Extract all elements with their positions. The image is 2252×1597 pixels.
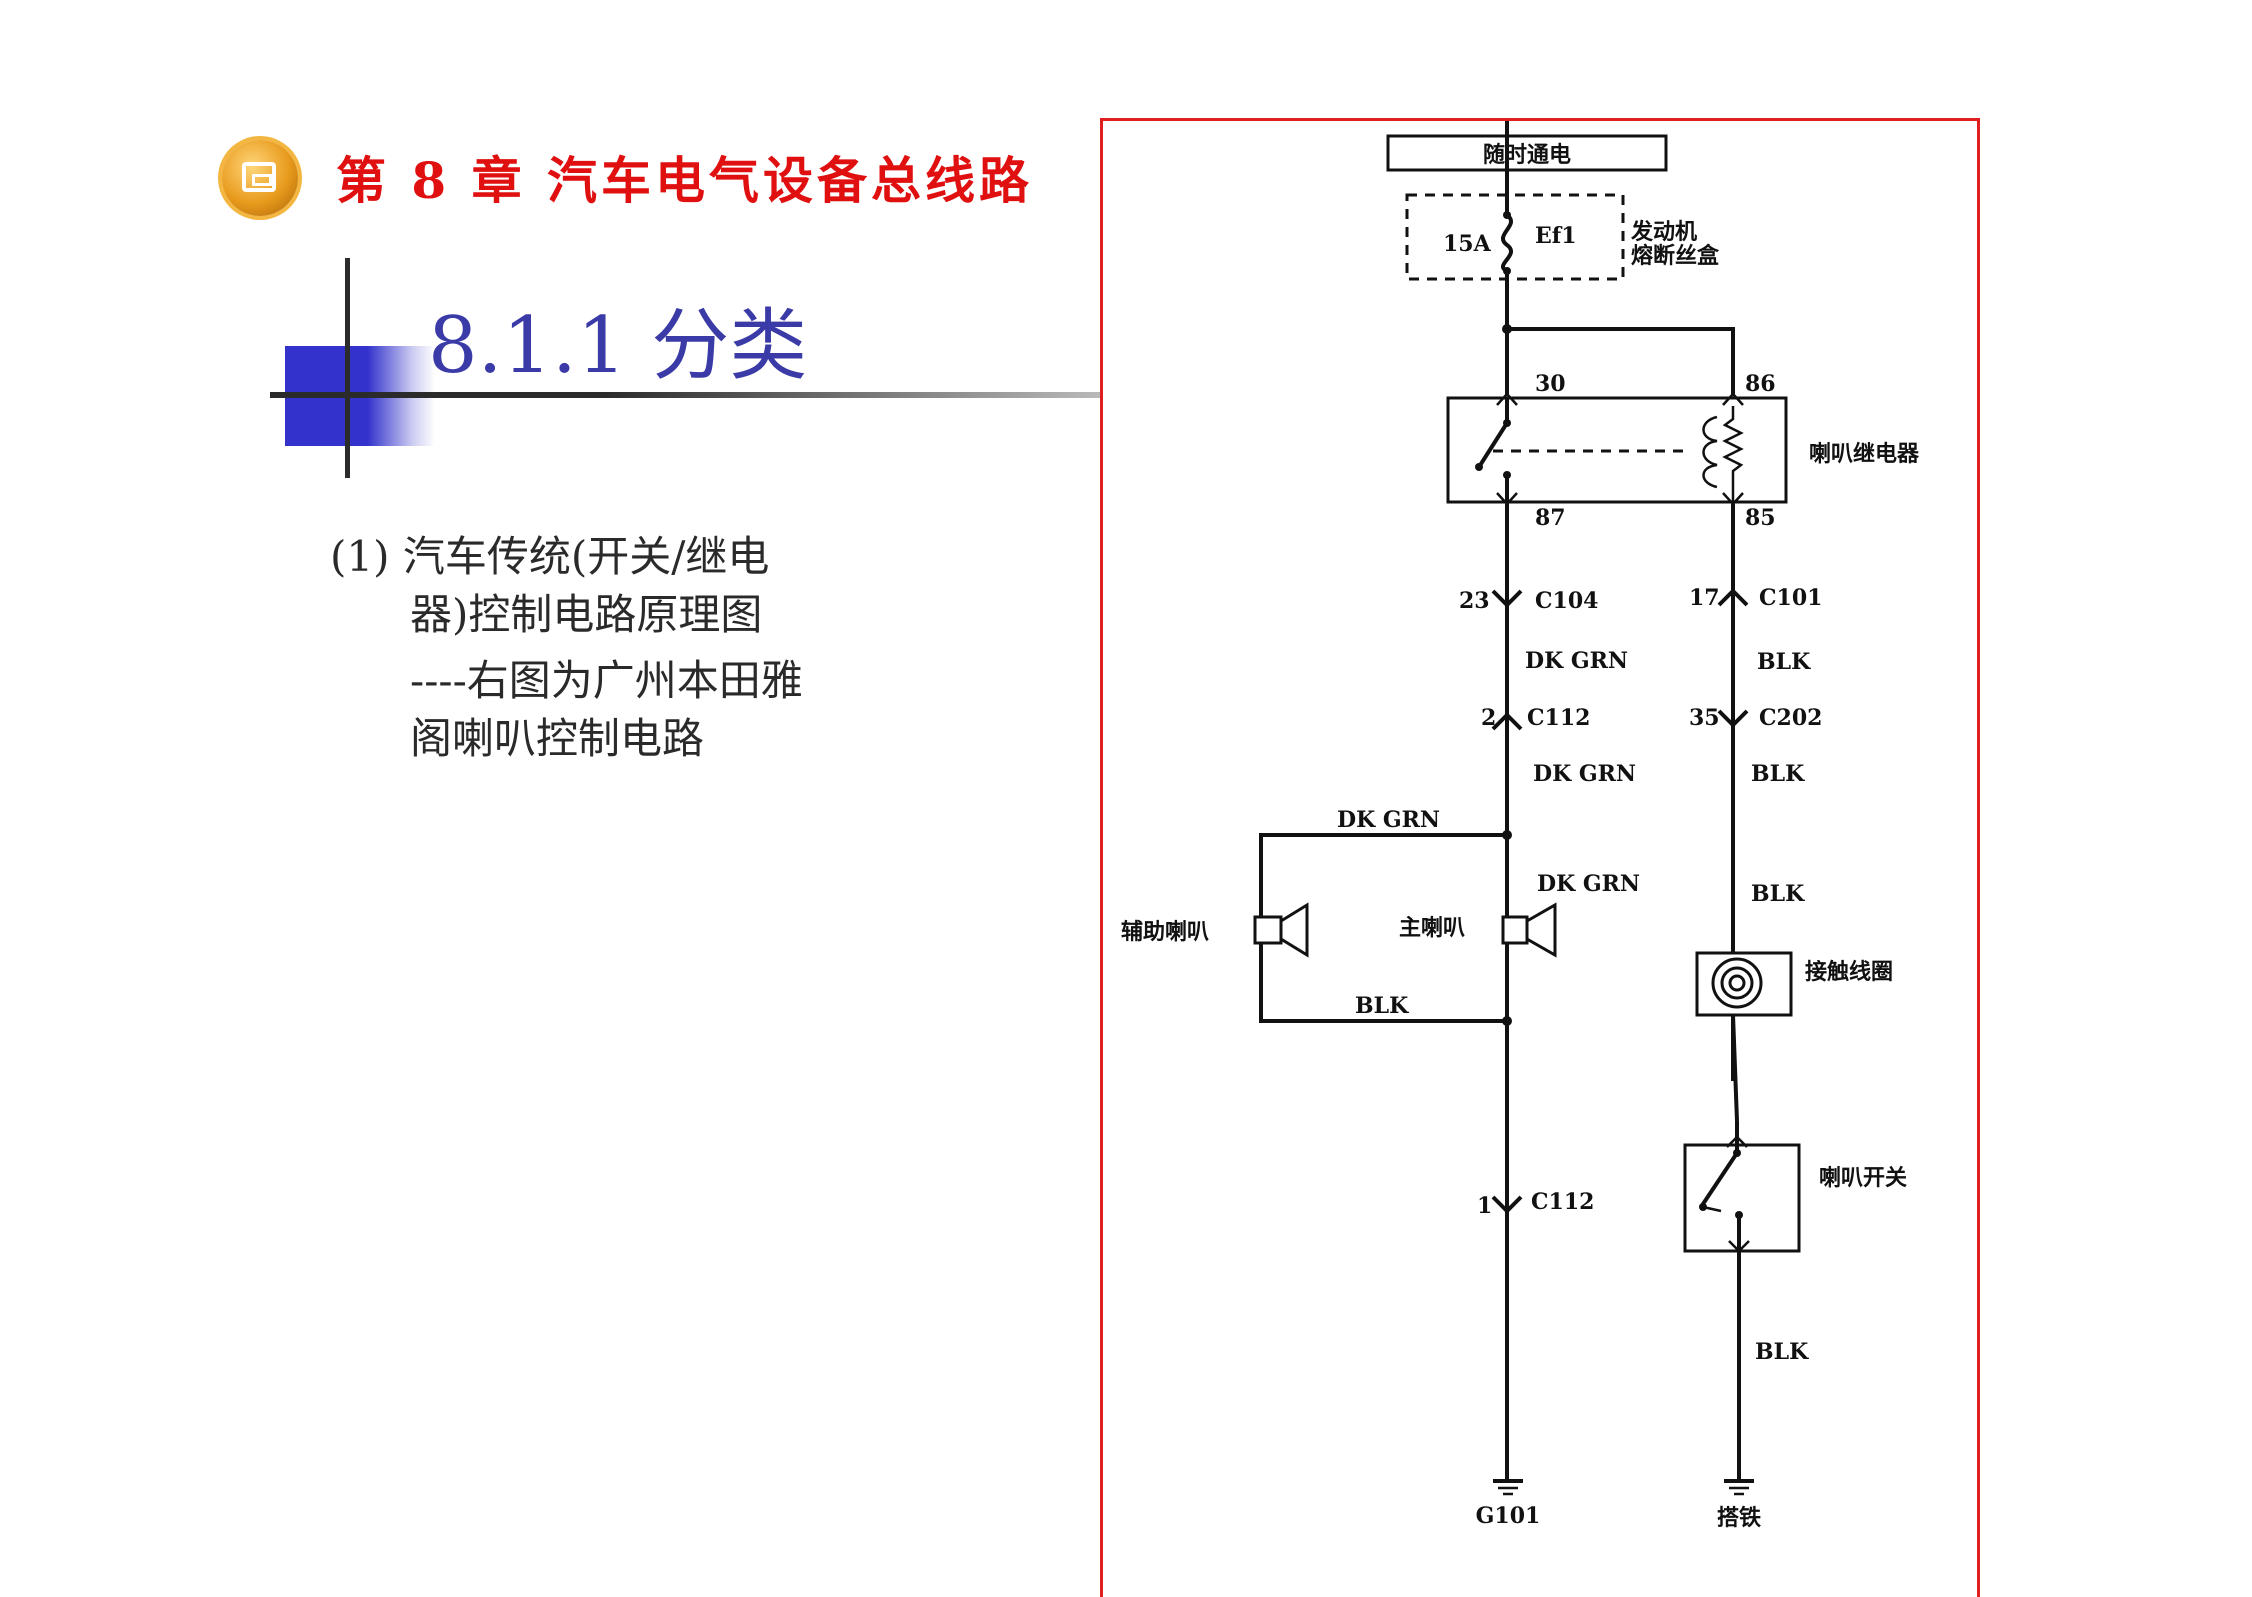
fuse-id: Ef1 bbox=[1535, 223, 1577, 249]
aux-horn-label: 辅助喇叭 bbox=[1121, 919, 1209, 945]
horn-switch-label: 喇叭开关 bbox=[1819, 1166, 1907, 1191]
relay-pin-30: 30 bbox=[1535, 371, 1566, 397]
conn-c101-name: C101 bbox=[1759, 585, 1822, 611]
wire-dk-grn-2: DK GRN bbox=[1533, 761, 1636, 787]
conn-c104-pin: 23 bbox=[1459, 588, 1490, 614]
fuse-rating: 15A bbox=[1443, 231, 1492, 257]
wire-dk-grn-4: DK GRN bbox=[1537, 871, 1640, 897]
body-line-3: ----右图为广州本田雅 bbox=[410, 656, 803, 705]
title-decoration-horizontal-line bbox=[270, 392, 1106, 398]
relay-label: 喇叭继电器 bbox=[1809, 441, 1920, 467]
wire-dk-grn-3: DK GRN bbox=[1337, 807, 1440, 833]
relay-pin-85: 85 bbox=[1745, 505, 1776, 531]
wire-blk-4: BLK bbox=[1755, 1339, 1809, 1365]
horn-circuit-diagram: 随时通电 15A Ef1 发动机 熔断丝盒 30 86 87 85 bbox=[1100, 118, 1980, 1597]
main-horn-icon bbox=[1501, 915, 1529, 945]
wire-dk-grn-1: DK GRN bbox=[1525, 648, 1628, 674]
title-decoration-vertical-line bbox=[345, 258, 350, 478]
conn-c104-name: C104 bbox=[1535, 588, 1598, 614]
power-label-box bbox=[1386, 134, 1668, 172]
body-line-2: 器)控制电路原理图 bbox=[410, 590, 763, 639]
horn-switch-contact bbox=[1699, 1151, 1739, 1209]
horn-switch bbox=[1683, 1143, 1801, 1253]
horn-relay bbox=[1446, 396, 1788, 504]
body-line-4: 阁喇叭控制电路 bbox=[410, 714, 705, 763]
chapter-title: 第 8 章 汽车电气设备总线路 bbox=[336, 151, 1034, 210]
fuse-symbol bbox=[1501, 213, 1513, 273]
wire-blk-1: BLK bbox=[1757, 649, 1811, 675]
conn-c101-pin: 17 bbox=[1689, 585, 1720, 611]
ground-right-label: 搭铁 bbox=[1717, 1505, 1761, 1531]
wire-blk-3: BLK bbox=[1751, 881, 1805, 907]
body-line-1: (1) 汽车传统(开关/继电 bbox=[330, 532, 770, 581]
body-text: (1) 汽车传统(开关/继电 器)控制电路原理图 ----右图为广州本田雅 阁喇… bbox=[330, 528, 970, 768]
conn-c112-pin: 2 bbox=[1481, 705, 1496, 731]
conn-c202-name: C202 bbox=[1759, 705, 1822, 731]
relay-pin-86: 86 bbox=[1745, 371, 1776, 397]
contact-coil-label: 接触线圈 bbox=[1805, 959, 1893, 985]
section-title: 8.1.1 分类 bbox=[428, 301, 808, 391]
conn-c112-bottom-pin: 1 bbox=[1477, 1193, 1492, 1219]
ground-left-label: G101 bbox=[1476, 1503, 1541, 1529]
relay-coil bbox=[1702, 415, 1718, 489]
relay-contact bbox=[1477, 421, 1509, 469]
fuse-box-label-2: 熔断丝盒 bbox=[1631, 243, 1720, 269]
aux-horn-icon bbox=[1253, 915, 1283, 945]
fuse-box-label-1: 发动机 bbox=[1630, 219, 1697, 245]
conn-c112-bottom-name: C112 bbox=[1531, 1189, 1594, 1215]
relay-coil-resistor bbox=[1722, 406, 1744, 502]
circuit-svg: 随时通电 15A Ef1 发动机 熔断丝盒 30 86 87 85 bbox=[1121, 121, 1920, 1531]
fuse-box bbox=[1405, 193, 1625, 281]
power-label: 随时通电 bbox=[1483, 142, 1571, 168]
relay-pin-87: 87 bbox=[1535, 505, 1566, 531]
conn-c112-name: C112 bbox=[1527, 705, 1590, 731]
main-horn-label: 主喇叭 bbox=[1399, 916, 1465, 941]
conn-c202-pin: 35 bbox=[1689, 705, 1720, 731]
chapter-icon bbox=[222, 140, 298, 216]
wire-blk-2: BLK bbox=[1751, 761, 1805, 787]
wire-blk-left: BLK bbox=[1355, 993, 1409, 1019]
